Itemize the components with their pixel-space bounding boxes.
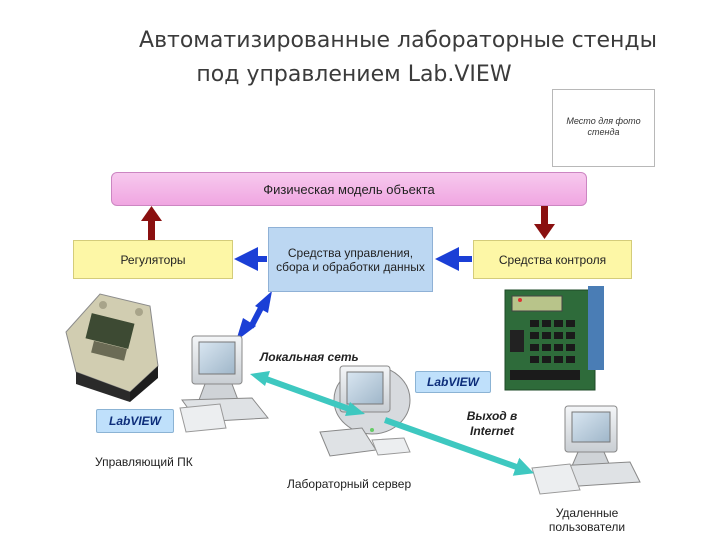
internet-exit-label: Выход в Internet	[466, 409, 518, 438]
remote-users-label: Удаленные пользователи	[548, 506, 626, 534]
arrow-internet	[383, 417, 535, 476]
control-board-icon	[504, 286, 604, 391]
physical-model-box: Физическая модель объекта	[111, 172, 587, 206]
management-box: Средства управления, сбора и обработки д…	[268, 227, 433, 292]
regulators-box: Регуляторы	[73, 240, 233, 279]
labview-pc-badge: LabVIEW	[96, 409, 174, 433]
lab-server-icon	[319, 365, 411, 457]
control-pc-label: Управляющий ПК	[95, 455, 193, 469]
arrow-regulators-to-model	[141, 206, 162, 240]
management-label: Средства управления, сбора и обработки д…	[276, 245, 425, 274]
photo-placeholder-text: Место для фото стенда	[566, 116, 641, 137]
remote-user-pc-icon	[531, 405, 641, 495]
labview-pc-label: LabVIEW	[108, 414, 161, 428]
lab-server-label: Лабораторный сервер	[287, 477, 412, 491]
local-network-label: Локальная сеть	[260, 350, 359, 364]
labview-server-label: LabVIEW	[426, 375, 479, 389]
control-means-label: Средства контроля	[498, 252, 607, 267]
photo-placeholder: Место для фото стенда	[552, 89, 655, 167]
page-title-line2: под управлением Lab.VIEW	[196, 62, 512, 87]
arrow-model-to-control	[534, 206, 555, 239]
page-title-line1: Автоматизированные лабораторные стенды	[139, 28, 657, 53]
physical-model-label: Физическая модель объекта	[263, 181, 435, 197]
control-means-box: Средства контроля	[473, 240, 632, 279]
regulator-device-icon	[65, 293, 159, 402]
labview-server-badge: LabVIEW	[415, 371, 491, 393]
control-pc-icon	[179, 335, 269, 433]
arrow-local-network	[250, 371, 365, 416]
arrow-mgmt-pc-bidirectional	[236, 291, 272, 341]
regulators-label: Регуляторы	[120, 252, 186, 267]
